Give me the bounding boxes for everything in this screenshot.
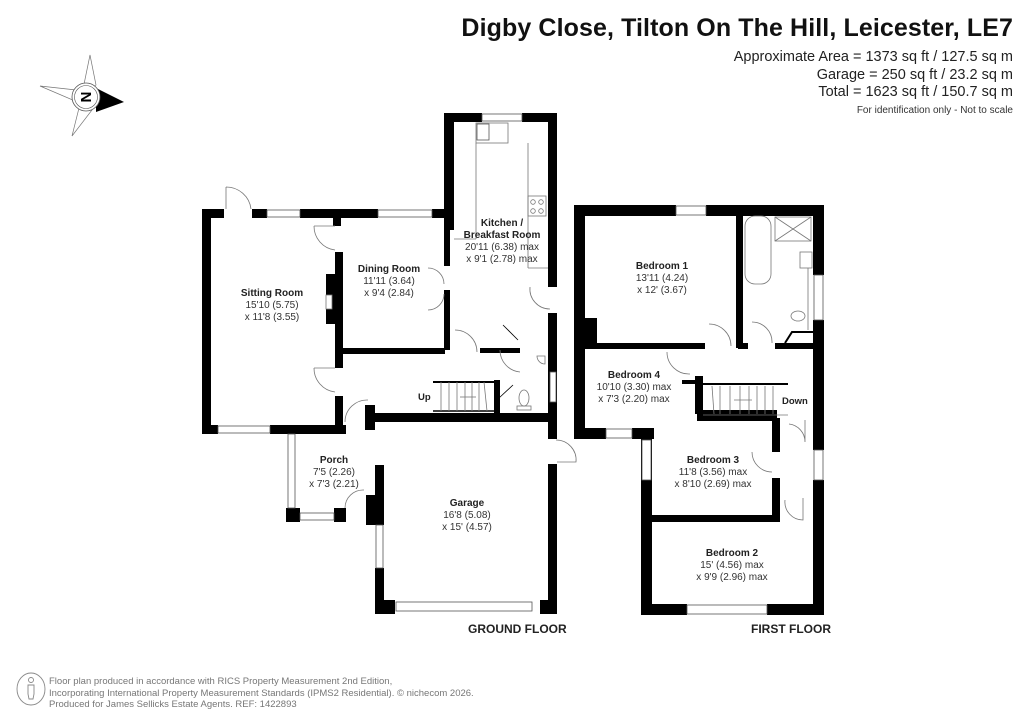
first-floor-doors — [666, 321, 806, 521]
ground-floor-label: GROUND FLOOR — [468, 622, 567, 636]
room-label-bedroom-2: Bedroom 2 15' (4.56) max x 9'9 (2.96) ma… — [696, 548, 768, 583]
room-label-bedroom-4: Bedroom 4 10'10 (3.30) max x 7'3 (2.20) … — [596, 370, 672, 405]
footer-line-1: Floor plan produced in accordance with R… — [49, 676, 393, 687]
total-area: Total = 1623 sq ft / 150.7 sq m — [818, 84, 1013, 100]
property-address-title: Digby Close, Tilton On The Hill, Leicest… — [461, 14, 1013, 42]
approximate-area: Approximate Area = 1373 sq ft / 127.5 sq… — [733, 49, 1013, 65]
footer-notes: Floor plan produced in accordance with R… — [49, 676, 474, 711]
garage-area: Garage = 250 sq ft / 23.2 sq m — [816, 67, 1013, 83]
svg-text:N: N — [77, 92, 94, 103]
room-label-dining-room: Dining Room 11'11 (3.64) x 9'4 (2.84) — [357, 264, 421, 299]
footer-line-3: Produced for James Sellicks Estate Agent… — [49, 699, 297, 710]
room-label-garage: Garage 16'8 (5.08) x 15' (4.57) — [442, 498, 492, 533]
room-label-kitchen-breakfast-room: Kitchen / Breakfast Room 20'11 (6.38) ma… — [463, 218, 541, 265]
stairs-up-label: Up — [418, 392, 431, 403]
room-label-porch: Porch 7'5 (2.26) x 7'3 (2.21) — [309, 455, 359, 490]
ground-floor-fixtures — [325, 122, 548, 412]
compass-rose-icon: N — [39, 54, 124, 137]
first-floor-walls — [574, 205, 824, 615]
first-floor-fixtures — [703, 215, 813, 416]
person-outline-icon — [16, 672, 46, 706]
ground-floor-doors — [225, 186, 577, 509]
stairs-down-label: Down — [782, 396, 808, 407]
first-floor-label: FIRST FLOOR — [751, 622, 831, 636]
room-label-bedroom-3: Bedroom 3 11'8 (3.56) max x 8'10 (2.69) … — [674, 455, 752, 490]
footer-line-2: Incorporating International Property Mea… — [49, 687, 474, 699]
ground-floor-windows — [217, 113, 557, 612]
room-label-bedroom-1: Bedroom 1 13'11 (4.24) x 12' (3.67) — [635, 261, 689, 296]
room-label-sitting-room: Sitting Room 15'10 (5.75) x 11'8 (3.55) — [240, 288, 304, 323]
first-floor-windows — [605, 205, 824, 615]
scale-disclaimer: For identification only - Not to scale — [856, 105, 1013, 116]
